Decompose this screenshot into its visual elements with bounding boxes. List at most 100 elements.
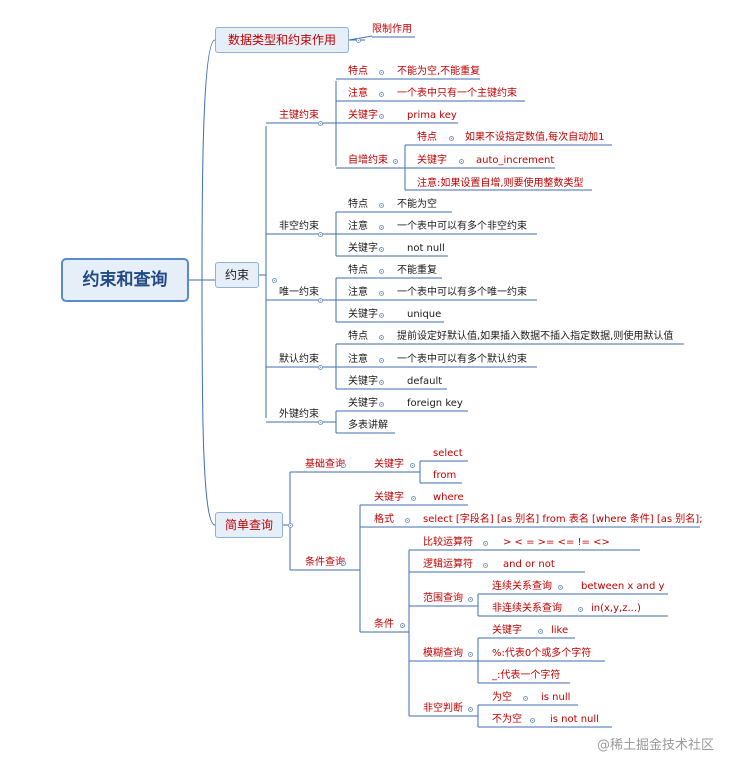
basic-trunk (412, 461, 421, 483)
types-note: 限制作用 (372, 24, 412, 35)
collapse-toggle-icon[interactable] (378, 113, 384, 119)
topic-simple-query[interactable]: 简单查询 (215, 512, 283, 538)
fuzzy-trunk (470, 638, 479, 683)
collapse-toggle-icon[interactable] (482, 562, 488, 568)
root-topic[interactable]: 约束和查询 (61, 258, 189, 302)
pk-feature-key: 特点 (348, 66, 368, 77)
fuzzy-percent: %:代表0个或多个字符 (492, 648, 592, 659)
collapse-toggle-icon[interactable] (577, 606, 583, 612)
collapse-toggle-icon[interactable] (537, 628, 543, 634)
cond-format-value: select [字段名] [as 别名] from 表名 [where 条件] … (423, 514, 703, 525)
df-trunk (330, 344, 337, 389)
fuzzy-query-label[interactable]: 模糊查询 (423, 648, 463, 659)
uq-trunk (330, 278, 337, 322)
collapse-toggle-icon[interactable] (287, 522, 293, 528)
collapse-toggle-icon[interactable] (378, 202, 384, 208)
basic-keyword-key: 关键字 (374, 459, 404, 470)
uq-label[interactable]: 唯一约束 (279, 287, 319, 298)
collapse-toggle-icon[interactable] (409, 462, 415, 468)
collapse-toggle-icon[interactable] (340, 560, 346, 566)
collapse-toggle-icon[interactable] (317, 364, 323, 370)
collapse-toggle-icon[interactable] (378, 357, 384, 363)
collapse-toggle-icon[interactable] (399, 622, 405, 628)
collapse-toggle-icon[interactable] (467, 706, 473, 712)
collapse-toggle-icon[interactable] (482, 540, 488, 546)
collapse-toggle-icon[interactable] (378, 312, 384, 318)
cond-conditions-label[interactable]: 条件 (374, 619, 394, 630)
collapse-toggle-icon[interactable] (529, 717, 535, 723)
collapse-toggle-icon[interactable] (317, 297, 323, 303)
collapse-toggle-icon[interactable] (317, 419, 323, 425)
root-to-query (201, 279, 216, 526)
condset-trunk (402, 550, 410, 716)
collapse-toggle-icon[interactable] (378, 246, 384, 252)
uq-note-key: 注意 (348, 287, 368, 298)
collapse-toggle-icon[interactable] (378, 268, 384, 274)
topic-data-types[interactable]: 数据类型和约束作用 (215, 27, 349, 53)
nn-keyword-key: 关键字 (348, 243, 378, 254)
collapse-toggle-icon[interactable] (410, 495, 416, 501)
collapse-toggle-icon[interactable] (340, 462, 346, 468)
collapse-toggle-icon[interactable] (378, 379, 384, 385)
pk-trunk (330, 81, 337, 166)
nn-note-value: 一个表中可以有多个非空约束 (397, 221, 527, 232)
collapse-toggle-icon[interactable] (378, 334, 384, 340)
range-cont-value: between x and y (581, 581, 665, 592)
cond-query-label[interactable]: 条件查询 (305, 557, 345, 568)
fuzzy-underscore: _:代表一个字符 (492, 670, 561, 681)
basic-select: select (433, 448, 463, 459)
uq-keyword-value: unique (407, 309, 442, 320)
collapse-toggle-icon[interactable] (522, 695, 528, 701)
collapse-toggle-icon[interactable] (448, 135, 454, 141)
null-judge-label[interactable]: 非空判断 (423, 703, 463, 714)
df-note-value: 一个表中可以有多个默认约束 (397, 354, 527, 365)
collapse-toggle-icon[interactable] (378, 69, 384, 75)
df-label[interactable]: 默认约束 (279, 354, 319, 365)
fk-label[interactable]: 外键约束 (279, 409, 319, 420)
collapse-toggle-icon[interactable] (404, 517, 410, 523)
range-disc-key: 非连续关系查询 (492, 603, 562, 614)
collapse-toggle-icon[interactable] (392, 158, 398, 164)
is-not-null-key: 不为空 (492, 714, 522, 725)
auto-feature-key: 特点 (417, 132, 437, 143)
range-trunk (470, 594, 479, 616)
topic-constraints[interactable]: 约束 (215, 262, 259, 288)
auto-label[interactable]: 自增约束 (348, 155, 388, 166)
fuzzy-keyword-key: 关键字 (492, 625, 522, 636)
nn-label[interactable]: 非空约束 (279, 221, 319, 232)
fk-more: 多表讲解 (348, 420, 388, 431)
collapse-toggle-icon[interactable] (378, 401, 384, 407)
cond-trunk (352, 505, 361, 632)
cond-keyword-value: where (433, 492, 464, 503)
collapse-toggle-icon[interactable] (378, 91, 384, 97)
pk-label[interactable]: 主键约束 (279, 110, 319, 121)
collapse-toggle-icon[interactable] (378, 224, 384, 230)
pk-keyword-value: prima key (407, 110, 457, 121)
collapse-toggle-icon[interactable] (317, 120, 323, 126)
fk-trunk (330, 411, 337, 433)
pk-note-key: 注意 (348, 88, 368, 99)
auto-feature-value: 如果不设指定数值,每次自动加1 (465, 132, 605, 143)
collapse-toggle-icon[interactable] (467, 651, 473, 657)
uq-note-value: 一个表中可以有多个唯一约束 (397, 287, 527, 298)
basic-query-label[interactable]: 基础查询 (305, 459, 345, 470)
collapse-toggle-icon[interactable] (355, 37, 361, 43)
df-keyword-value: default (407, 376, 443, 387)
pk-keyword-key: 关键字 (348, 110, 378, 121)
uq-feature-value: 不能重复 (397, 265, 437, 276)
collapse-toggle-icon[interactable] (271, 277, 277, 283)
uq-keyword-key: 关键字 (348, 309, 378, 320)
range-query-label[interactable]: 范围查询 (423, 593, 463, 604)
is-null-key: 为空 (492, 692, 512, 703)
collapse-toggle-icon[interactable] (458, 158, 464, 164)
collapse-toggle-icon[interactable] (378, 290, 384, 296)
nn-note-key: 注意 (348, 221, 368, 232)
query-trunk (283, 472, 291, 570)
collapse-toggle-icon[interactable] (317, 231, 323, 237)
pk-note-value: 一个表中只有一个主键约束 (397, 88, 517, 99)
auto-keyword-value: auto_increment (476, 155, 555, 166)
cond-keyword-key: 关键字 (374, 492, 404, 503)
collapse-toggle-icon[interactable] (557, 584, 563, 590)
collapse-toggle-icon[interactable] (467, 596, 473, 602)
